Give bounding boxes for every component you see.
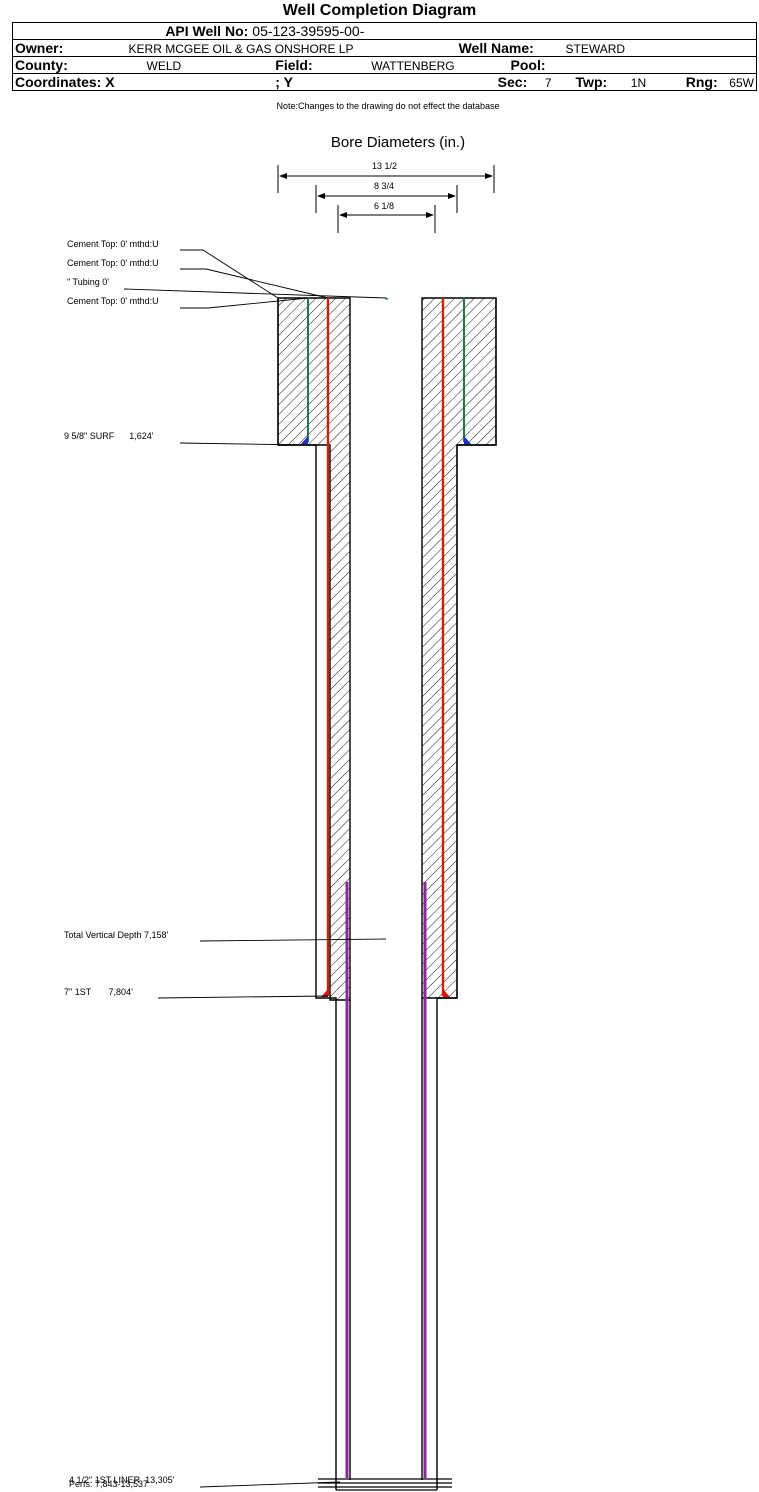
pool-label: Pool: (510, 57, 546, 73)
page-title: Well Completion Diagram (282, 2, 477, 19)
bore-dimension-lines (277, 165, 495, 233)
y-label: ; Y (275, 74, 293, 90)
liner-bottom (318, 1478, 452, 1491)
cement-annulus-right (421, 297, 497, 999)
rng-value: 65W (729, 76, 754, 90)
well-name-value: STEWARD (565, 41, 626, 56)
owner-value: KERR MCGEE OIL & GAS ONSHORE LP (128, 41, 354, 56)
coordinates-row: Coordinates: X ; Y Sec: 7 Twp: 1N Rng: 6… (12, 73, 757, 91)
database-note: Note:Changes to the drawing do not effec… (276, 101, 500, 111)
api-label: API Well No: (165, 23, 249, 39)
bore-outlines (277, 298, 497, 1490)
intermediate-shoe-right (443, 989, 450, 997)
tubing-label: " Tubing 0' (67, 277, 109, 287)
api-row: API Well No: 05-123-39595-00- (11, 22, 757, 40)
field-label: Field: (275, 57, 313, 73)
sec-label: Sec: (497, 74, 528, 90)
bore-diameter-3: 6 1/8 (374, 201, 395, 211)
surface-shoe-right (464, 436, 471, 444)
owner-row: Owner: KERR MCGEE OIL & GAS ONSHORE LP W… (11, 39, 757, 57)
intermediate-casing-label: 7" 1ST 7,804' (64, 987, 133, 997)
bore-diameters-title: Bore Diameters (in.) (330, 134, 466, 151)
cement-top-label-2: Cement Top: 0' mthd:U (67, 258, 159, 268)
well-header-table: API Well No: 05-123-39595-00- Owner: KER… (11, 22, 757, 91)
bore-diameter-2: 8 3/4 (374, 181, 395, 191)
perfs-label: Perfs: 7,843-13,537 (69, 1479, 149, 1489)
api-value: 05-123-39595-00- (252, 23, 365, 39)
county-label: County: (15, 57, 68, 73)
twp-value: 1N (630, 76, 647, 90)
cement-top-label-3: Cement Top: 0' mthd:U (67, 296, 159, 306)
sec-value: 7 (544, 76, 552, 90)
owner-label: Owner: (15, 40, 64, 56)
surface-shoe-left (301, 436, 308, 444)
liner-label: 4 1/2" 1ST LINER 13,305' (69, 1475, 175, 1485)
annotation-leaders (123, 249, 387, 1488)
well-name-label: Well Name: (458, 40, 534, 56)
field-value: WATTENBERG (371, 59, 455, 73)
cement-top-label-1: Cement Top: 0' mthd:U (67, 239, 159, 249)
intermediate-shoe-left (321, 989, 328, 997)
coordinates-label: Coordinates: X (15, 74, 115, 90)
county-value: WELD (146, 58, 182, 73)
bore-diameter-1: 13 1/2 (372, 161, 398, 171)
cement-annulus-left (277, 297, 351, 1001)
surface-casing-label: 9 5/8" SURF 1,624' (64, 431, 154, 441)
rng-label: Rng: (685, 74, 718, 90)
twp-label: Twp: (575, 74, 608, 90)
total-vertical-depth-label: Total Vertical Depth 7,158' (64, 930, 169, 940)
